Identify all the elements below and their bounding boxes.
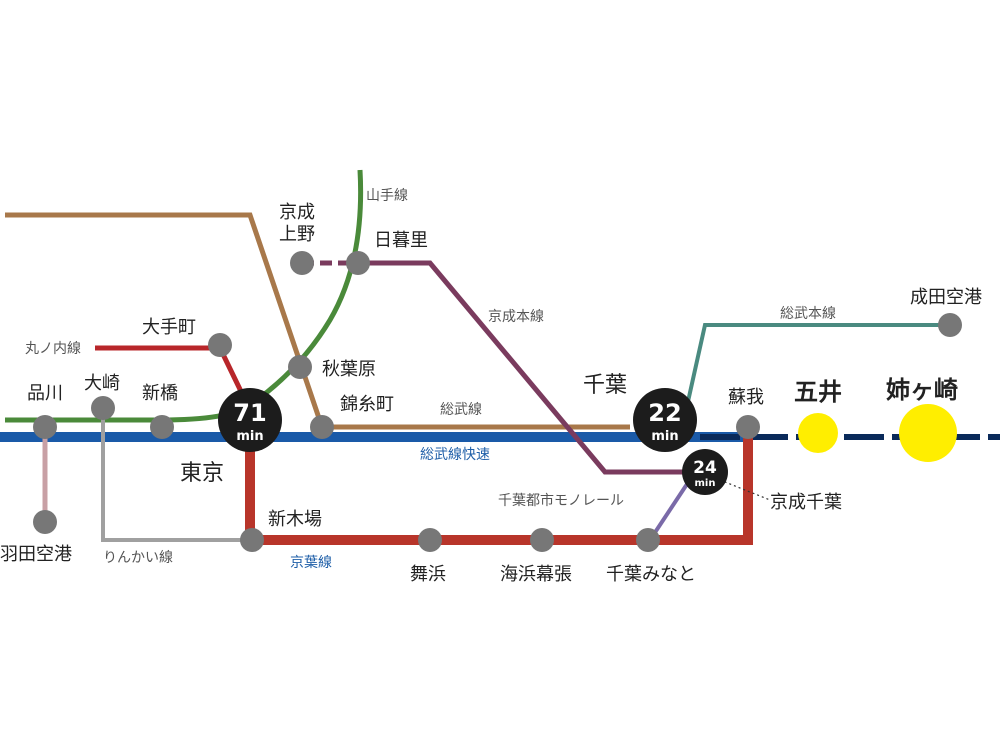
label-chiba: 千葉 [583, 373, 627, 398]
station-anegasaki[interactable] [899, 404, 957, 462]
station-shinkiba[interactable] [240, 528, 264, 552]
rinkai-line [101, 410, 250, 542]
label-shinbashi: 新橋 [142, 383, 178, 404]
label-marunouchi: 丸ノ内線 [25, 341, 81, 357]
label-keisei-ueno-2: 上野 [279, 224, 315, 245]
chiba-time-unit: min [651, 429, 678, 444]
label-sobu: 総武線 [440, 402, 482, 418]
label-anegasaki: 姉ヶ崎 [886, 376, 958, 404]
label-haneda: 羽田空港 [0, 544, 72, 565]
station-maihama[interactable] [418, 528, 442, 552]
hub-keisei-chiba[interactable]: 24 min [682, 449, 728, 495]
station-keisei-ueno[interactable] [290, 251, 314, 275]
label-sobu-main: 総武本線 [780, 306, 836, 322]
label-maihama: 舞浜 [410, 564, 446, 585]
label-keisei-ueno-1: 京成 [279, 202, 315, 223]
label-rinkai: りんかい線 [103, 550, 173, 566]
label-keiyo: 京葉線 [290, 555, 332, 571]
label-akihabara: 秋葉原 [322, 359, 376, 380]
label-sobu-rapid: 総武線快速 [420, 447, 490, 463]
station-kinshicho[interactable] [310, 415, 334, 439]
station-shinbashi[interactable] [150, 415, 174, 439]
label-keisei: 京成本線 [488, 309, 544, 325]
station-akihabara[interactable] [288, 355, 312, 379]
station-narita[interactable] [938, 313, 962, 337]
label-osaki: 大崎 [84, 373, 120, 394]
station-soga[interactable] [736, 415, 760, 439]
label-keisei-chiba: 京成千葉 [770, 492, 842, 513]
label-goi: 五井 [794, 378, 842, 406]
station-otemachi[interactable] [208, 333, 232, 357]
keisei-chiba-leader [719, 479, 771, 501]
label-kinshicho: 錦糸町 [340, 394, 394, 415]
station-kaihin-makuhari[interactable] [530, 528, 554, 552]
keiyo-line [245, 427, 753, 545]
label-tokyo: 東京 [180, 461, 224, 486]
label-yamanote: 山手線 [366, 188, 408, 204]
hub-tokyo[interactable]: 71 min [218, 388, 282, 452]
chiba-time-value: 22 [648, 399, 681, 427]
keisei-chiba-time-value: 24 [693, 458, 717, 478]
label-shinkiba: 新木場 [268, 509, 322, 530]
station-osaki[interactable] [91, 396, 115, 420]
tokyo-time-unit: min [236, 429, 263, 444]
keisei-chiba-time-unit: min [695, 478, 716, 489]
label-kaihin-makuhari: 海浜幕張 [500, 564, 572, 585]
label-nippori: 日暮里 [374, 230, 428, 251]
station-goi[interactable] [798, 413, 838, 453]
label-soga: 蘇我 [728, 387, 764, 408]
station-shinagawa[interactable] [33, 415, 57, 439]
station-haneda[interactable] [33, 510, 57, 534]
label-chiba-minato: 千葉みなと [606, 564, 696, 585]
label-monorail: 千葉都市モノレール [498, 492, 624, 509]
station-chiba-minato[interactable] [636, 528, 660, 552]
sobu-line [5, 212, 630, 430]
sobu-main-line [683, 323, 950, 416]
label-shinagawa: 品川 [27, 383, 63, 404]
label-otemachi: 大手町 [142, 317, 196, 338]
keisei-line [358, 260, 700, 475]
tokyo-time-value: 71 [233, 399, 266, 427]
hub-chiba[interactable]: 22 min [633, 388, 697, 452]
label-narita: 成田空港 [910, 287, 982, 308]
station-nippori[interactable] [346, 251, 370, 275]
